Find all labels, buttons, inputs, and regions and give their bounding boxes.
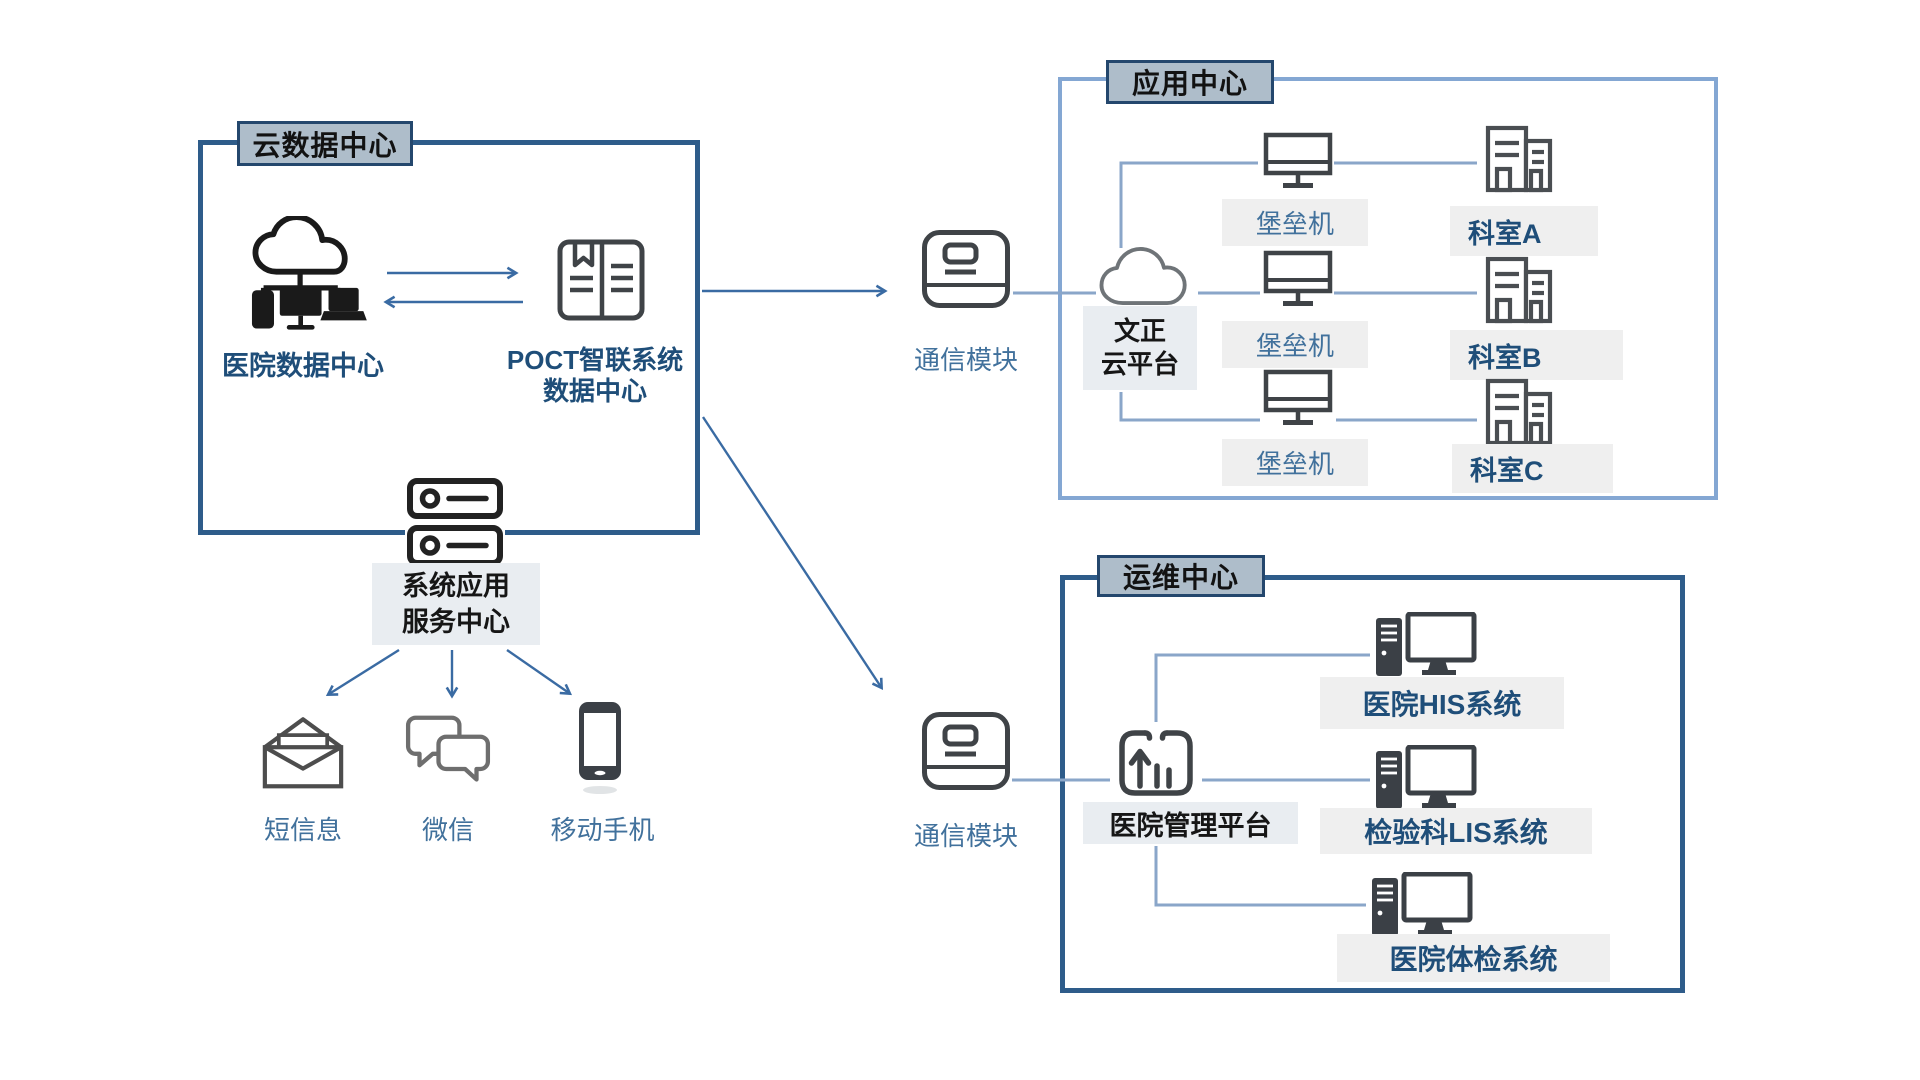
his-system-label: 医院HIS系统 bbox=[1320, 677, 1564, 729]
wechat-label: 微信 bbox=[421, 815, 474, 845]
mobile-label: 移动手机 bbox=[550, 815, 655, 845]
ops-center-box bbox=[1060, 575, 1685, 993]
comm-module-2-label: 通信模块 bbox=[913, 821, 1018, 851]
bastion-monitor-3-icon bbox=[1262, 368, 1334, 430]
line-cloud-to-bastion3 bbox=[1119, 392, 1260, 422]
checkup-system-label: 医院体检系统 bbox=[1337, 934, 1610, 982]
mobile-phone-icon bbox=[576, 700, 624, 800]
hospital-network-icon bbox=[238, 216, 368, 332]
wenzheng-cloud-icon bbox=[1094, 246, 1198, 306]
bastion-2-label: 堡垒机 bbox=[1222, 321, 1368, 368]
sms-label: 短信息 bbox=[263, 815, 342, 845]
poct-dc-label-line1: POCT智联系统 bbox=[506, 345, 684, 375]
department-b-building-icon bbox=[1479, 255, 1559, 325]
line-mgmt-to-checkup bbox=[1154, 846, 1366, 907]
hospital-mgmt-platform-label: 医院管理平台 bbox=[1083, 802, 1298, 844]
sms-envelope-icon bbox=[257, 710, 349, 790]
his-system-pc-icon bbox=[1374, 612, 1478, 692]
comm-module-1-label: 通信模块 bbox=[913, 345, 1018, 375]
comm-module-1-icon bbox=[920, 228, 1012, 310]
server-stack-icon bbox=[405, 476, 505, 568]
bastion-monitor-1-icon bbox=[1262, 131, 1334, 193]
wenzheng-platform-line2: 云平台 bbox=[1100, 349, 1179, 379]
poct-dc-label: POCT智联系统 数据中心 bbox=[480, 345, 710, 407]
wenzheng-platform-label: 文正 云平台 bbox=[1083, 306, 1197, 390]
lis-system-label: 检验科LIS系统 bbox=[1320, 808, 1592, 854]
bastion-3-label: 堡垒机 bbox=[1222, 439, 1368, 486]
app-center-title: 应用中心 bbox=[1106, 60, 1274, 104]
bastion-1-label: 堡垒机 bbox=[1222, 199, 1368, 246]
app-center-box bbox=[1058, 77, 1718, 500]
service-center-label-line2: 服务中心 bbox=[402, 607, 510, 637]
wechat-chat-icon bbox=[402, 712, 494, 788]
department-a-label: 科室A bbox=[1450, 206, 1598, 256]
service-center-label-line1: 系统应用 bbox=[402, 571, 510, 601]
wenzheng-platform-line1: 文正 bbox=[1113, 316, 1166, 346]
poct-dc-label-line2: 数据中心 bbox=[542, 376, 647, 406]
arrow-service-to-sms bbox=[325, 648, 400, 696]
line-mgmt-to-his bbox=[1154, 653, 1370, 722]
cloud-data-center-title: 云数据中心 bbox=[237, 121, 413, 166]
service-center-label: 系统应用 服务中心 bbox=[372, 563, 540, 645]
hospital-dc-label: 医院数据中心 bbox=[222, 351, 384, 381]
department-a-building-icon bbox=[1479, 124, 1559, 194]
department-b-label: 科室B bbox=[1450, 330, 1623, 380]
comm-module-2-icon bbox=[920, 710, 1012, 792]
bastion-monitor-2-icon bbox=[1262, 249, 1334, 311]
department-c-building-icon bbox=[1479, 377, 1559, 447]
arrow-box-to-comm2 bbox=[701, 416, 884, 691]
poct-book-icon bbox=[556, 238, 646, 322]
ops-center-title: 运维中心 bbox=[1097, 555, 1265, 597]
line-cloud-to-bastion1 bbox=[1119, 161, 1258, 248]
department-c-label: 科室C bbox=[1452, 444, 1613, 493]
hospital-mgmt-platform-icon bbox=[1112, 722, 1200, 798]
arrow-service-to-mobile bbox=[506, 649, 573, 696]
